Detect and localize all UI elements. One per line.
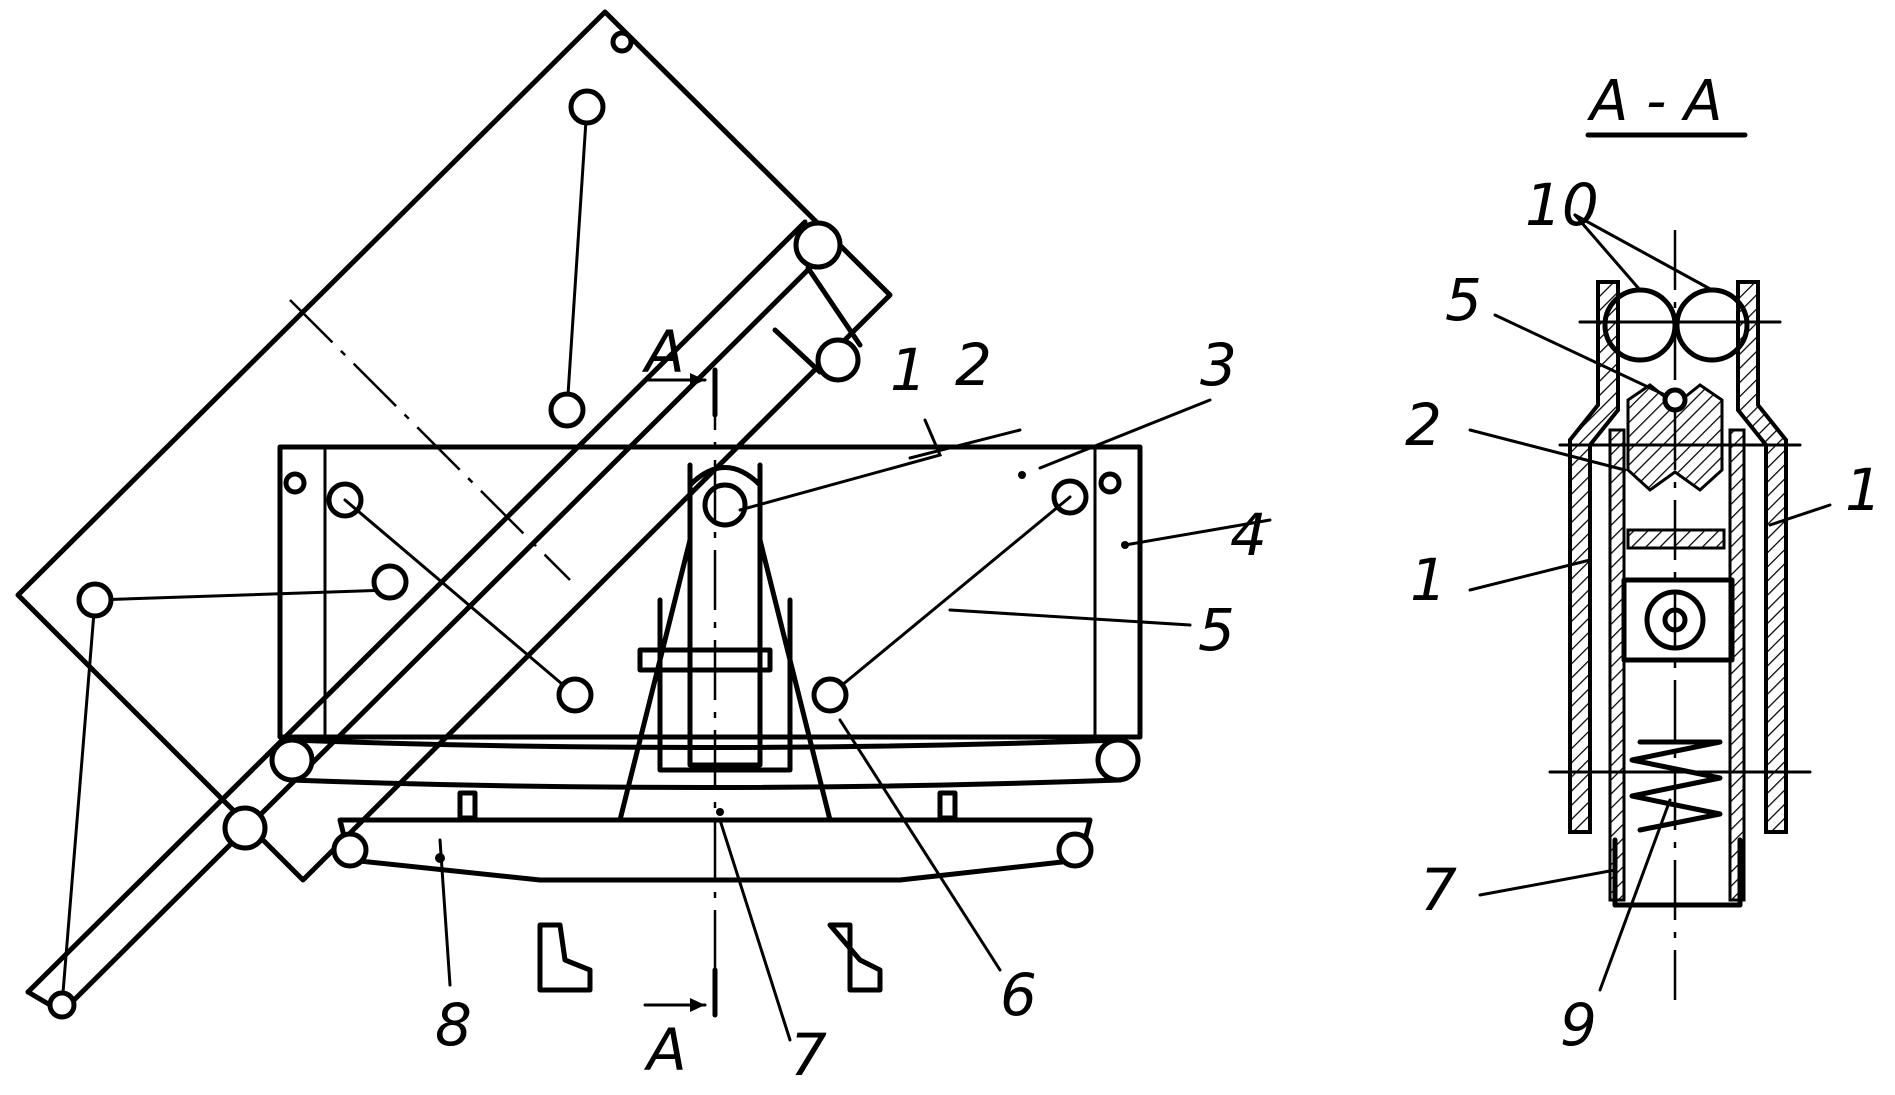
section-labels: 10 5 2 1 1 7 9 bbox=[1405, 171, 1882, 1059]
label-6: 6 bbox=[1000, 961, 1037, 1029]
label-5: 5 bbox=[1198, 596, 1235, 664]
label-5-section: 5 bbox=[1445, 266, 1482, 334]
section-line bbox=[643, 367, 718, 1018]
label-7: 7 bbox=[790, 1021, 827, 1089]
label-7-section: 7 bbox=[1420, 856, 1457, 924]
section-mark-bottom: A bbox=[643, 1016, 687, 1084]
label-9: 9 bbox=[1560, 991, 1597, 1059]
section-title: A - A bbox=[1587, 69, 1722, 134]
lower-links bbox=[269, 737, 1141, 883]
rect-body bbox=[277, 444, 1143, 740]
section-mark-top: A bbox=[641, 318, 685, 386]
rail-shoes bbox=[537, 922, 883, 993]
central-column bbox=[617, 462, 833, 823]
upper-arm bbox=[772, 265, 863, 383]
label-8: 8 bbox=[435, 991, 472, 1059]
frame-links bbox=[47, 10, 634, 1020]
main-view bbox=[15, 9, 1272, 1042]
label-4: 4 bbox=[1230, 501, 1267, 569]
frame-axis bbox=[289, 299, 571, 581]
label-10: 10 bbox=[1525, 171, 1599, 239]
leaders bbox=[435, 398, 1272, 1042]
tilted-frame bbox=[15, 9, 893, 883]
label-3: 3 bbox=[1200, 331, 1237, 399]
label-2: 2 bbox=[955, 331, 992, 399]
label-1: 1 bbox=[890, 336, 927, 404]
label-1-left: 1 bbox=[1410, 546, 1447, 614]
main-labels: A A 1 2 3 4 5 6 7 8 bbox=[435, 318, 1267, 1089]
diagonal-beam bbox=[25, 219, 843, 1015]
label-2-section: 2 bbox=[1405, 391, 1442, 459]
label-1-right: 1 bbox=[1845, 456, 1882, 524]
section-view: A - A bbox=[1468, 69, 1832, 1000]
